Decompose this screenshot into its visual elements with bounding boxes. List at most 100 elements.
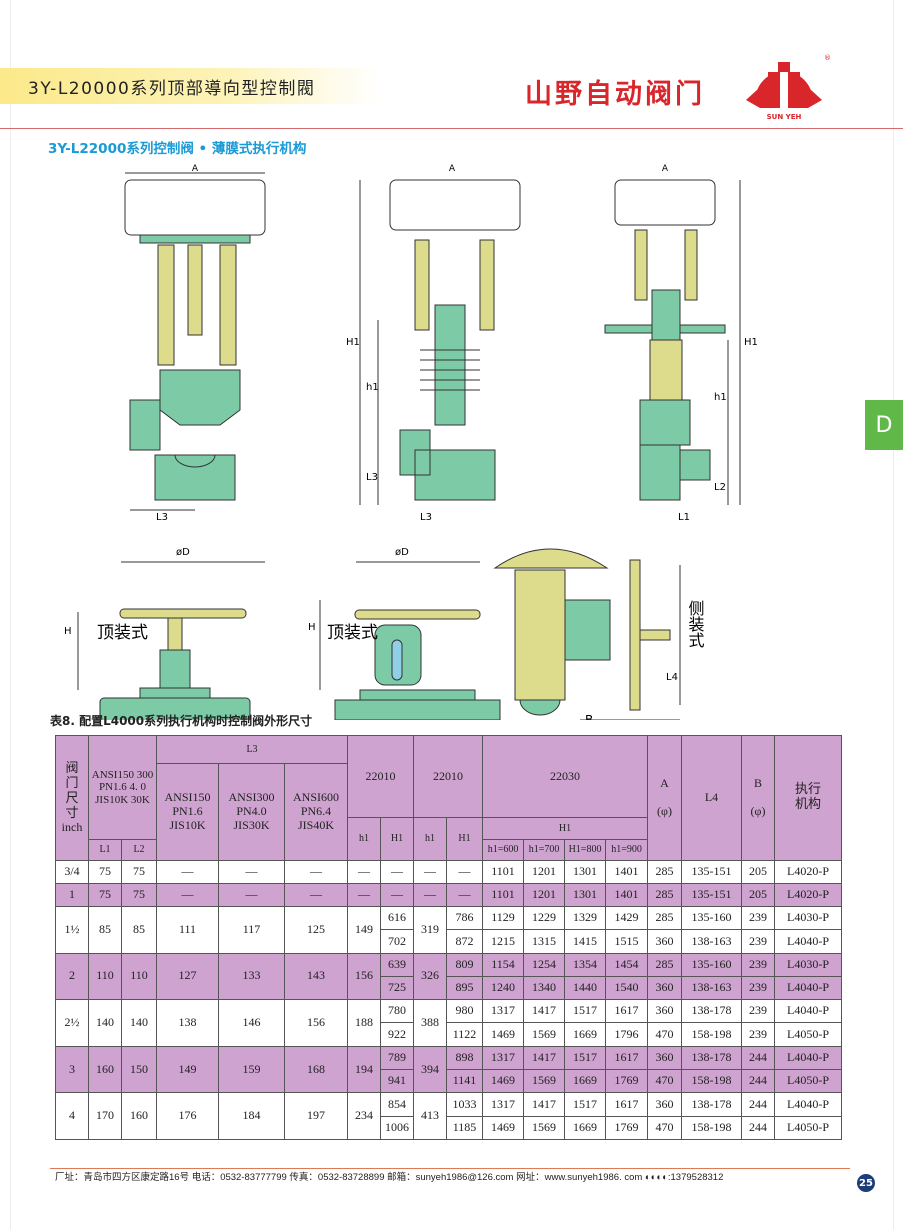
cell-l1: 85	[88, 906, 122, 954]
cell-a: 470	[647, 1069, 683, 1094]
cell-l3: 146	[218, 999, 285, 1047]
table-caption: 表8. 配置L4000系列执行机构时控制阀外形尺寸	[50, 714, 313, 728]
cell-22030-H1: 1669	[564, 1069, 607, 1094]
header-h800: H1=800	[564, 839, 607, 861]
cell-l3: 125	[283, 906, 349, 954]
svg-text:L3: L3	[366, 472, 378, 483]
header-actuator: 执行机构	[774, 735, 843, 861]
margin-guide	[893, 0, 894, 1230]
svg-text:H: H	[308, 622, 316, 633]
cell-22030-H1: 1101	[482, 860, 525, 884]
cell-size: 3	[55, 1045, 89, 1094]
cell-actuator: L4040-P	[774, 999, 843, 1024]
svg-text:L3: L3	[420, 512, 432, 523]
cell-22030-H1: 1540	[605, 975, 649, 1001]
cell-h1: —	[347, 883, 382, 907]
cell-H1: 1141	[446, 1069, 484, 1094]
cell-H1: 854	[380, 1092, 415, 1117]
cell-l2: 85	[121, 906, 157, 954]
cell-22030-H1: 1429	[605, 905, 649, 931]
cell-H1: 789	[380, 1045, 415, 1071]
cell-22030-H1: 1515	[605, 929, 649, 954]
cell-22030-H1: 1440	[564, 975, 607, 1001]
cell-H1: 809	[446, 952, 484, 977]
cell-h1: —	[413, 860, 448, 884]
svg-text:H: H	[64, 626, 72, 637]
valve-drawing-1: A L3	[124, 164, 266, 523]
cell-l4: 138-178	[681, 999, 743, 1024]
svg-text:H1: H1	[744, 337, 758, 348]
cell-actuator: L4050-P	[774, 1022, 843, 1047]
cell-actuator: L4020-P	[774, 883, 843, 907]
svg-text:SUN YEH: SUN YEH	[767, 113, 802, 121]
title-band	[0, 68, 380, 104]
cell-h1: 388	[413, 999, 448, 1047]
cell-22030-H1: 1201	[523, 860, 566, 884]
cell-22030-H1: 1317	[482, 999, 525, 1024]
cell-22030-H1: 1101	[482, 883, 525, 907]
cell-size: 2½	[55, 999, 89, 1047]
cell-actuator: L4040-P	[774, 929, 843, 954]
cell-b: 239	[741, 952, 776, 977]
svg-text:A: A	[662, 164, 669, 174]
cell-l2: 150	[121, 1045, 157, 1094]
cell-l2: 110	[121, 952, 157, 1001]
svg-text:øD: øD	[395, 547, 409, 558]
header-l12-standard: ANSI150 300 PN1.6 4. 0 JIS10K 30K	[88, 735, 157, 840]
valve-drawing-3: A H1 h1 L2 L1	[604, 164, 758, 523]
header-h700: h1=700	[523, 839, 566, 861]
cell-l4: 138-178	[681, 1092, 743, 1117]
cell-l1: 75	[88, 883, 122, 907]
cell-b: 244	[741, 1045, 776, 1071]
cell-H1: 898	[446, 1045, 484, 1071]
cell-22030-H1: 1669	[564, 1022, 607, 1047]
cell-l3: 168	[283, 1045, 349, 1094]
cell-b: 244	[741, 1092, 776, 1117]
cell-22030-H1: 1517	[564, 1045, 607, 1071]
cell-22030-H1: 1469	[482, 1069, 525, 1094]
cell-l2: 75	[121, 860, 157, 884]
header-22010-a: 22010	[347, 735, 415, 818]
cell-22030-H1: 1569	[523, 1115, 566, 1140]
cell-22030-H1: 1401	[605, 883, 649, 907]
cell-l4: 158-198	[681, 1115, 743, 1140]
cell-22030-H1: 1301	[564, 883, 607, 907]
margin-guide	[10, 0, 11, 1230]
svg-text:h1: h1	[714, 392, 727, 403]
cell-H1: 1033	[446, 1092, 484, 1117]
cell-l2: 160	[121, 1092, 157, 1140]
cell-a: 360	[647, 1045, 683, 1071]
header-22030-H1: H1	[482, 817, 649, 840]
cell-22030-H1: 1617	[605, 999, 649, 1024]
cell-22030-H1: 1354	[564, 952, 607, 977]
cell-h1: 326	[413, 952, 448, 1001]
cell-22030-H1: 1769	[605, 1115, 649, 1140]
svg-text:L3: L3	[156, 512, 168, 523]
header-l4: L4	[681, 735, 743, 861]
cell-22030-H1: 1517	[564, 1092, 607, 1117]
cell-H1: 1122	[446, 1022, 484, 1047]
cell-l3: 184	[218, 1092, 285, 1140]
cell-b: 239	[741, 999, 776, 1024]
section-title: 3Y-L22000系列控制阀 • 薄膜式执行机构	[48, 141, 307, 157]
cell-a: 285	[647, 952, 683, 977]
svg-text:L2: L2	[714, 482, 726, 493]
svg-text:顶装式: 顶装式	[97, 623, 148, 643]
cell-a: 360	[647, 975, 683, 1001]
cell-l3: 149	[156, 1045, 219, 1094]
footer-contact: 厂址：青岛市四方区康定路16号 电话：0532-83777799 传真：0532…	[55, 1172, 724, 1183]
svg-text:øD: øD	[176, 547, 190, 558]
section-tab-d[interactable]: D	[865, 400, 903, 450]
cell-l3: —	[283, 860, 349, 884]
cell-22030-H1: 1317	[482, 1092, 525, 1117]
cell-22030-H1: 1569	[523, 1022, 566, 1047]
svg-text:顶装式: 顶装式	[327, 623, 378, 643]
cell-22030-H1: 1129	[482, 905, 525, 931]
cell-22030-H1: 1317	[482, 1045, 525, 1071]
header-h1: h1	[413, 817, 448, 861]
cell-22030-H1: 1240	[482, 975, 525, 1001]
cell-a: 285	[647, 905, 683, 931]
svg-text:L4: L4	[666, 672, 678, 683]
